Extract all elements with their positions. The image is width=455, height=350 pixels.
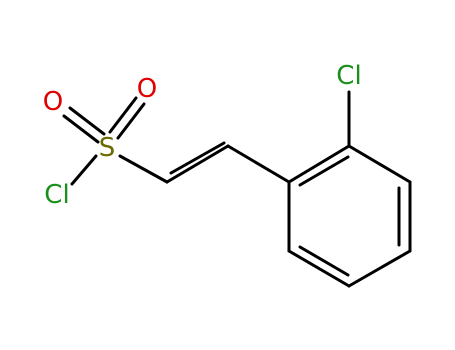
bond-s-o-right xyxy=(108,96,146,140)
benzene-ring xyxy=(287,144,412,288)
bond-vinyl-double xyxy=(165,141,230,184)
atom-chlorine-sulfonyl: Cl xyxy=(44,180,69,210)
bond-s-cl xyxy=(70,154,98,186)
atom-oxygen-left: O xyxy=(43,87,63,117)
atom-sulfur: S xyxy=(99,133,116,163)
atom-chlorine-aryl: Cl xyxy=(336,61,361,91)
bond-s-c1 xyxy=(118,154,169,184)
atom-oxygen-right: O xyxy=(137,74,157,104)
bond-s-o-left xyxy=(62,106,106,144)
bond-vinyl-ring xyxy=(226,144,291,184)
